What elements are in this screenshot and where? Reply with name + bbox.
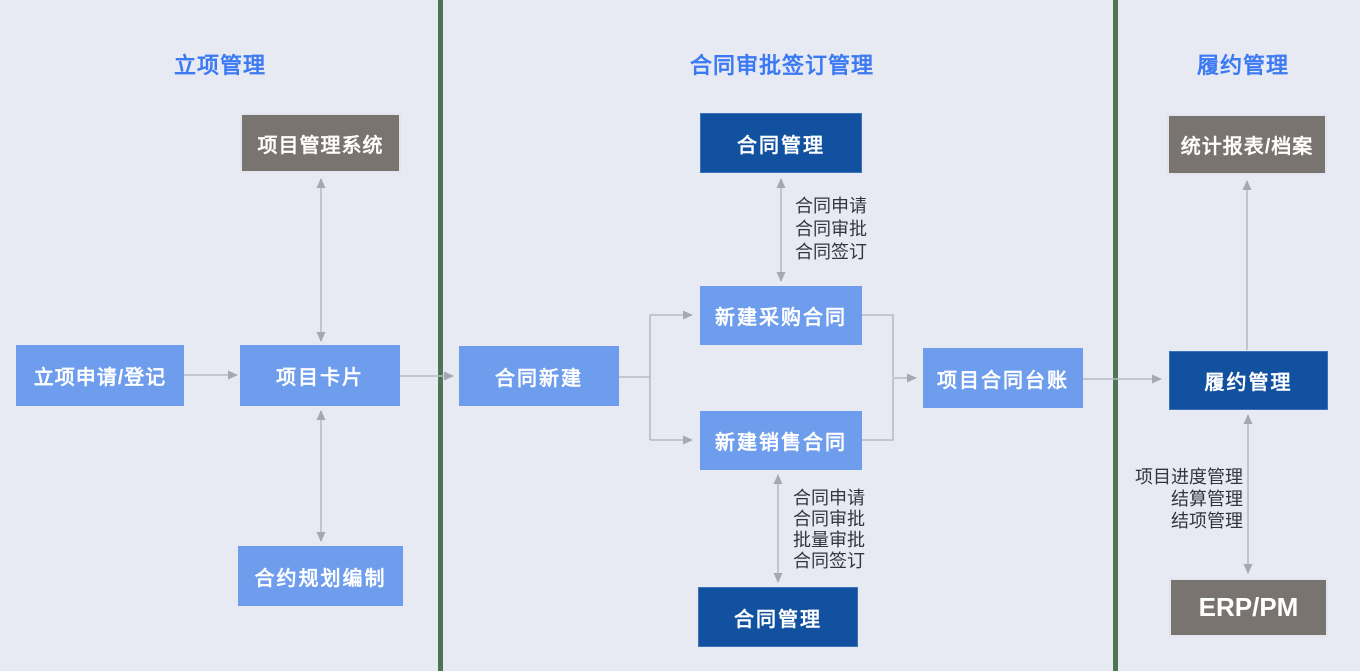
- node-contract-planning: 合约规划编制: [238, 546, 403, 606]
- step-label: 合同申请: [793, 488, 865, 508]
- step-label: 项目进度管理: [1135, 467, 1243, 487]
- step-label: 合同审批: [795, 219, 867, 239]
- node-new-sales-contract: 新建销售合同: [700, 411, 862, 470]
- node-contract-ledger: 项目合同台账: [923, 348, 1083, 408]
- step-label: 合同审批: [793, 509, 865, 529]
- line-merge-from-sales: [862, 378, 894, 441]
- node-report-archive: 统计报表/档案: [1167, 114, 1327, 175]
- node-new-purchase-contract: 新建采购合同: [700, 286, 862, 345]
- step-label: 结项管理: [1171, 511, 1243, 531]
- step-labels-performance: 项目进度管理 结算管理 结项管理: [1103, 466, 1243, 532]
- step-label: 批量审批: [793, 530, 865, 550]
- step-labels-contract-top: 合同申请 合同审批 合同签订: [795, 195, 867, 264]
- node-project-card: 项目卡片: [240, 345, 400, 406]
- section-title-contract: 合同审批签订管理: [689, 53, 874, 78]
- column-divider-right: [1113, 0, 1118, 671]
- step-label: 合同签订: [795, 242, 867, 262]
- node-contract-mgmt-bottom: 合同管理: [698, 587, 858, 647]
- section-title-performance: 履约管理: [1196, 53, 1289, 78]
- node-contract-mgmt-top: 合同管理: [700, 113, 862, 173]
- node-contract-new: 合同新建: [459, 346, 619, 406]
- section-title-initiation: 立项管理: [173, 53, 266, 78]
- column-divider-left: [438, 0, 443, 671]
- line-merge-from-purchase: [862, 314, 894, 377]
- node-performance-mgmt: 履约管理: [1169, 351, 1328, 410]
- node-project-mgmt-system: 项目管理系统: [240, 113, 401, 173]
- node-initiation-apply: 立项申请/登记: [16, 345, 184, 406]
- step-label: 合同申请: [795, 196, 867, 216]
- step-label: 结算管理: [1171, 489, 1243, 509]
- step-label: 合同签订: [793, 551, 865, 571]
- node-erp-pm: ERP/PM: [1169, 578, 1328, 637]
- step-labels-contract-bottom: 合同申请 合同审批 批量审批 合同签订: [793, 488, 865, 572]
